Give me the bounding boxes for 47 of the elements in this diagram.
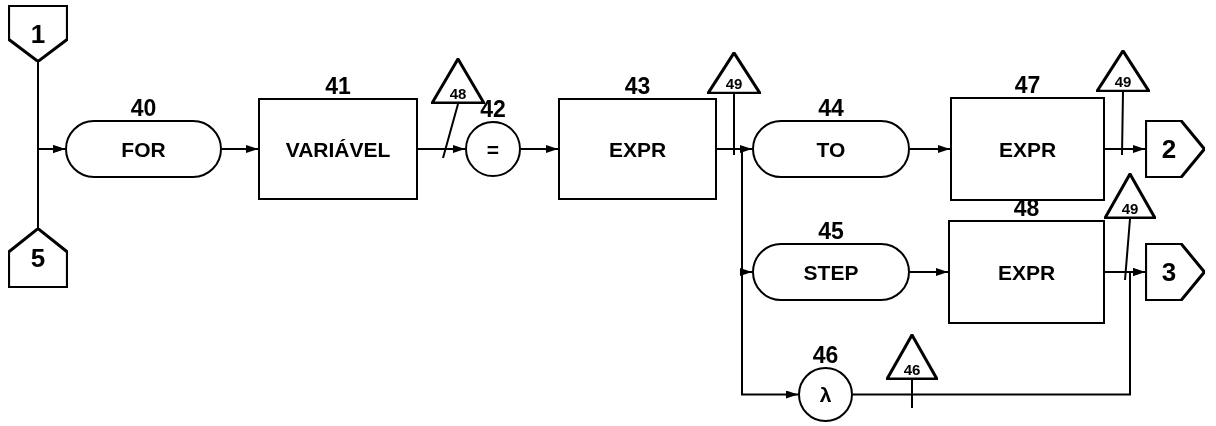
reference-number: 41 [325, 75, 351, 98]
arrow [37, 145, 66, 229]
arrow [520, 145, 559, 153]
node-label: = [486, 138, 500, 160]
node-label: EXPR [997, 261, 1056, 283]
node-label: λ [819, 384, 832, 405]
reference-number: 47 [1014, 74, 1041, 97]
node-label: EXPR [998, 138, 1057, 160]
node-label: 49 [725, 76, 743, 91]
reference-number: 46 [812, 344, 839, 367]
connector-pentagon [1145, 243, 1205, 301]
reference-number: 44 [818, 97, 844, 120]
arrow [417, 145, 466, 153]
node-label: STEP [803, 261, 859, 283]
connector-pentagon [8, 5, 68, 62]
tag-triangle [1096, 50, 1150, 92]
tag-triangle [707, 52, 761, 94]
reference-number: 45 [818, 220, 844, 243]
node-label: EXPR [608, 138, 667, 160]
tag-triangle [1104, 173, 1156, 219]
leader-line [1121, 91, 1124, 156]
tag-triangle [886, 334, 938, 380]
node-label: 48 [449, 86, 467, 101]
connector-pentagon [8, 228, 68, 288]
node-label: TO [816, 138, 846, 160]
reference-number: 42 [480, 98, 506, 121]
connector-pentagon [1145, 120, 1205, 178]
node-label: 49 [1121, 201, 1139, 216]
leader-line [733, 93, 735, 156]
node-label: 5 [30, 245, 46, 271]
node-label: 2 [1161, 136, 1178, 162]
node-label: 3 [1161, 259, 1178, 285]
leader-line [1124, 218, 1131, 281]
arrow [909, 268, 949, 276]
node-label: FOR [121, 138, 166, 160]
node-label: 49 [1114, 74, 1132, 89]
node-label: 46 [903, 362, 921, 377]
leader-line [911, 379, 913, 409]
arrow [909, 145, 951, 153]
node-label: VARIÁVEL [285, 138, 391, 160]
leader-line [442, 103, 459, 159]
reference-number: 40 [130, 97, 157, 120]
arrow [221, 145, 259, 153]
reference-number: 43 [624, 75, 651, 98]
node-label: 1 [30, 20, 46, 47]
arrow [716, 148, 799, 399]
arrow [1104, 145, 1146, 153]
